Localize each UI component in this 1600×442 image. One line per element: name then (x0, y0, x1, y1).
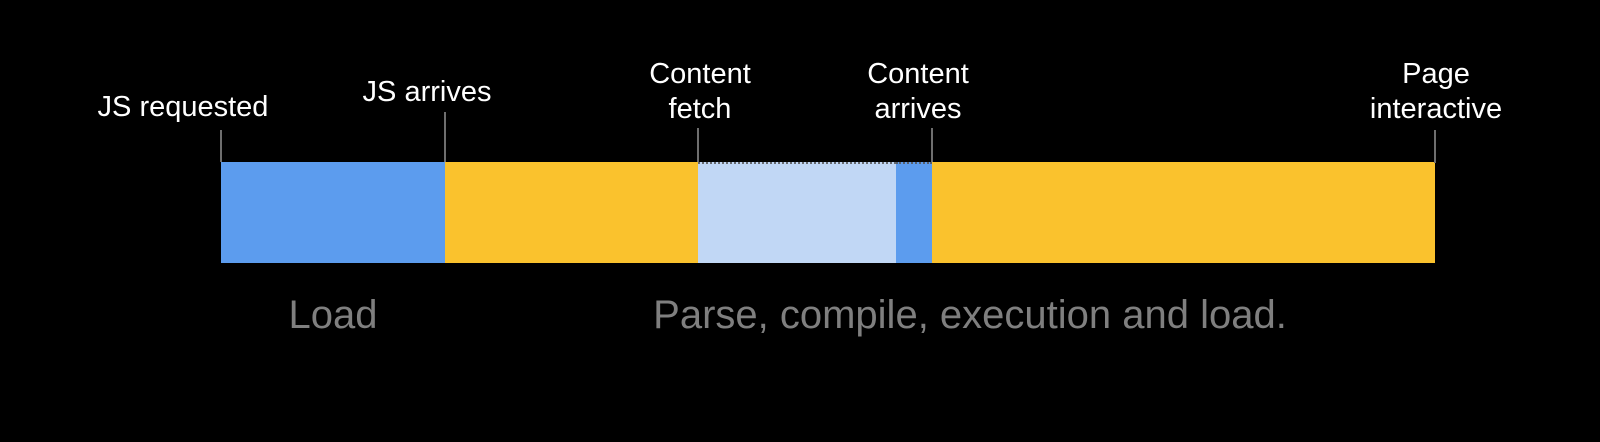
tick-page-interactive (1434, 130, 1436, 163)
marker-label-line: Content (649, 58, 751, 90)
caption-parse: Parse, compile, execution and load. (653, 293, 1287, 337)
marker-label-js-requested: JS requested (98, 90, 269, 125)
marker-label-line: Page (1402, 58, 1470, 90)
marker-label-page-interactive: Page interactive (1370, 57, 1502, 127)
marker-label-content-fetch: Content fetch (649, 57, 751, 127)
segment-content-arrives (896, 162, 932, 263)
marker-label-line: arrives (874, 93, 962, 125)
marker-label-line: JS requested (97, 91, 269, 123)
tick-js-requested (220, 130, 222, 162)
tick-content-arrives (931, 128, 933, 162)
tick-js-arrives (444, 112, 446, 162)
segment-parse-1 (445, 162, 698, 263)
marker-label-line: fetch (668, 93, 732, 125)
marker-label-line: Content (867, 58, 969, 90)
marker-label-content-arrives: Content arrives (867, 57, 969, 127)
segment-content-fetch (698, 162, 896, 263)
caption-load: Load (288, 293, 378, 337)
tick-content-fetch (697, 128, 699, 162)
marker-label-line: interactive (1369, 93, 1503, 125)
segment-parse-2 (932, 162, 1435, 263)
segment-load (221, 162, 445, 263)
marker-label-js-arrives: JS arrives (363, 75, 492, 110)
timeline-bar (221, 162, 1435, 263)
marker-label-line: JS arrives (362, 76, 492, 108)
